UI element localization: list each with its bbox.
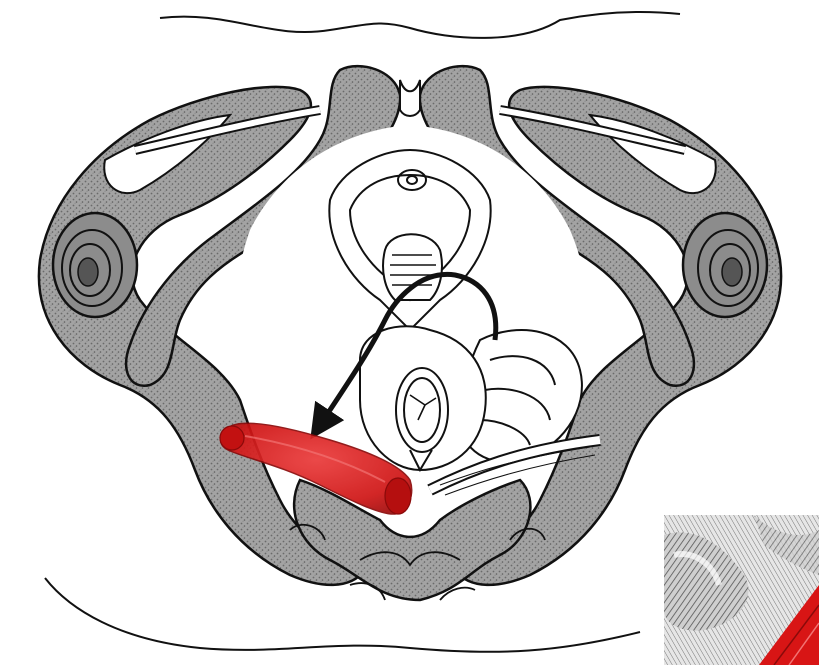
left-acetabulum [53, 213, 137, 317]
skin-contour-top [160, 12, 680, 38]
skin-contour-bottom [45, 578, 640, 652]
inset-image [664, 515, 819, 665]
detail-inset [664, 515, 819, 665]
vagina-structure [383, 234, 442, 300]
right-acetabulum [683, 213, 767, 317]
pubic-symphysis [400, 80, 420, 116]
